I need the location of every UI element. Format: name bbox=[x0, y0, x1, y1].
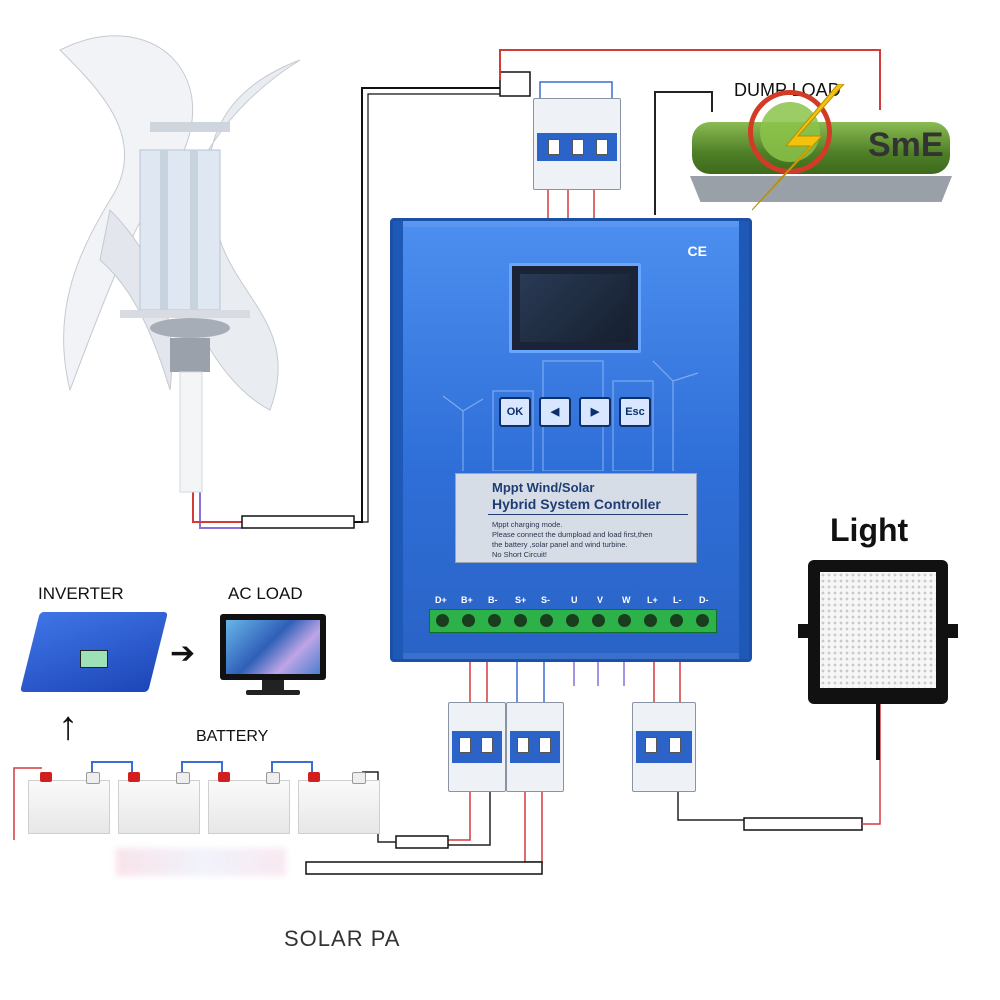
solar-panel-label: SOLAR PA bbox=[284, 926, 401, 951]
up-arrow-icon: ↑ bbox=[58, 704, 78, 748]
controller-title-line1: Mppt Wind/Solar bbox=[492, 480, 595, 495]
controller-title-line2: Hybrid System Controller bbox=[492, 496, 661, 512]
lightning-bolt-icon bbox=[752, 84, 845, 211]
monitor-base bbox=[246, 690, 300, 695]
monitor-stand bbox=[262, 680, 284, 690]
ok-button[interactable]: OK bbox=[499, 397, 531, 427]
battery-negative-terminal bbox=[176, 772, 190, 784]
terminal-label-l-plus: L+ bbox=[647, 595, 658, 605]
battery-breaker bbox=[448, 702, 506, 792]
info-line-2: Please connect the dumpload and load fir… bbox=[492, 530, 653, 539]
solar-breaker bbox=[506, 702, 564, 792]
battery-cell bbox=[208, 780, 290, 834]
terminal-label-s-minus: S- bbox=[541, 595, 550, 605]
battery-label: BATTERY bbox=[196, 728, 269, 745]
dump-load-breaker bbox=[533, 98, 621, 190]
battery-positive-terminal bbox=[308, 772, 320, 782]
light-bracket-left bbox=[798, 624, 808, 638]
terminal-screw[interactable] bbox=[644, 614, 657, 627]
battery-negative-terminal bbox=[266, 772, 280, 784]
terminal-screw[interactable] bbox=[514, 614, 527, 627]
terminal-label-v: V bbox=[597, 595, 604, 605]
controller-info-panel: Mppt Wind/Solar Hybrid System Controller… bbox=[455, 473, 697, 563]
info-line-3: the battery ,solar panel and wind turbin… bbox=[492, 540, 628, 549]
battery-cell bbox=[118, 780, 200, 834]
controller-lcd bbox=[509, 263, 641, 353]
controller-left-fin bbox=[393, 221, 403, 659]
dump-load-base bbox=[690, 176, 952, 202]
wind-turbine-illustration bbox=[59, 35, 301, 493]
solar-panel-smudge bbox=[116, 848, 286, 876]
terminal-screw[interactable] bbox=[566, 614, 579, 627]
led-array bbox=[820, 572, 936, 688]
battery-positive-terminal bbox=[40, 772, 52, 782]
battery-positive-terminal bbox=[128, 772, 140, 782]
terminal-label-b-plus: B+ bbox=[461, 595, 473, 605]
inverter-display bbox=[80, 650, 108, 668]
light-label: Light bbox=[830, 512, 909, 548]
battery-cell bbox=[298, 780, 380, 834]
esc-button[interactable]: Esc bbox=[619, 397, 651, 427]
hybrid-controller: CE OK ◀ ▶ Esc Mppt Wind/Solar Hybrid Sys… bbox=[390, 218, 752, 662]
ce-mark: CE bbox=[687, 243, 707, 259]
terminal-label-s-plus: S+ bbox=[515, 595, 527, 605]
terminal-block bbox=[429, 609, 717, 633]
right-arrow-button[interactable]: ▶ bbox=[579, 397, 611, 427]
monitor-screen bbox=[226, 620, 320, 674]
load-breaker bbox=[632, 702, 696, 792]
terminal-label-b-minus: B- bbox=[488, 595, 498, 605]
terminal-screw[interactable] bbox=[436, 614, 449, 627]
battery-cell bbox=[28, 780, 110, 834]
terminal-screw[interactable] bbox=[462, 614, 475, 627]
ac-load-label: AC LOAD bbox=[228, 584, 303, 603]
battery-negative-terminal bbox=[352, 772, 366, 784]
battery-positive-terminal bbox=[218, 772, 230, 782]
terminal-screw[interactable] bbox=[696, 614, 709, 627]
info-divider bbox=[488, 514, 688, 515]
terminal-label-u: U bbox=[571, 595, 578, 605]
left-arrow-button[interactable]: ◀ bbox=[539, 397, 571, 427]
info-line-4: No Short Circuit! bbox=[492, 550, 548, 559]
terminal-screw[interactable] bbox=[618, 614, 631, 627]
terminal-screw[interactable] bbox=[670, 614, 683, 627]
terminal-label-l-minus: L- bbox=[673, 595, 682, 605]
controller-right-fin bbox=[739, 221, 749, 659]
terminal-screw[interactable] bbox=[540, 614, 553, 627]
right-arrow-icon: ➔ bbox=[170, 637, 196, 670]
info-line-1: Mppt charging mode. bbox=[492, 520, 563, 529]
terminal-label-d-plus: D+ bbox=[435, 595, 447, 605]
sme-logo-ring bbox=[748, 90, 832, 174]
terminal-label-w: W bbox=[622, 595, 631, 605]
terminal-screw[interactable] bbox=[488, 614, 501, 627]
terminal-label-d-minus: D- bbox=[699, 595, 709, 605]
controller-skyline-graphic bbox=[442, 360, 699, 471]
inverter-label: INVERTER bbox=[38, 584, 124, 603]
terminal-screw[interactable] bbox=[592, 614, 605, 627]
light-bracket-right bbox=[948, 624, 958, 638]
sme-logo-text: SmE bbox=[868, 126, 944, 164]
battery-negative-terminal bbox=[86, 772, 100, 784]
